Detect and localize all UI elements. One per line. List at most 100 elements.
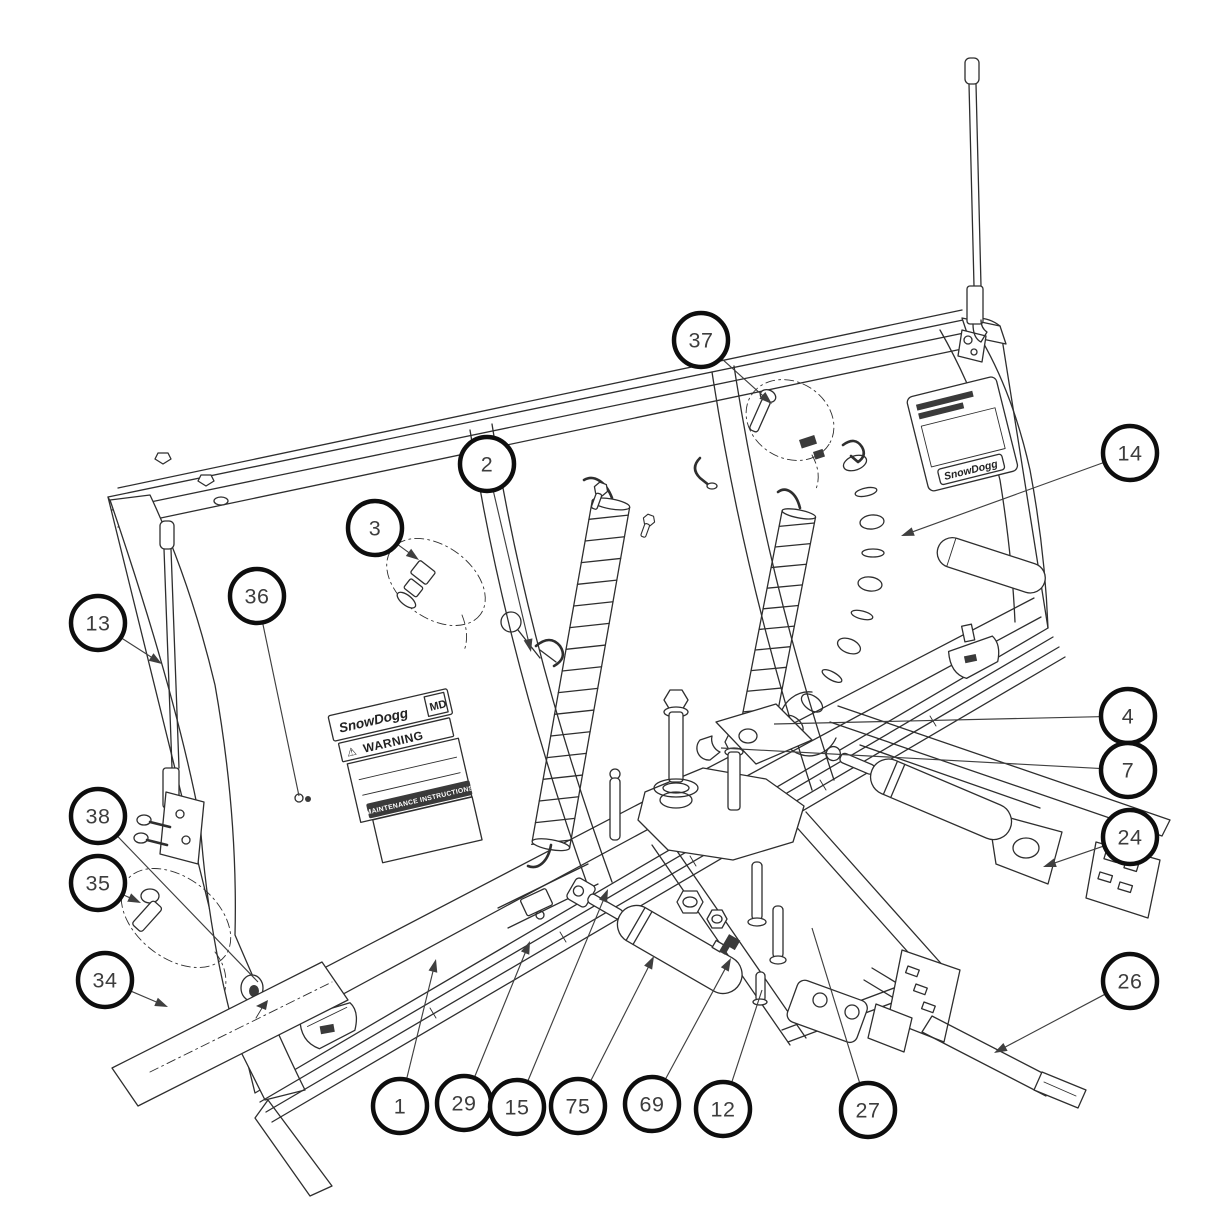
leader-line-2 (493, 492, 529, 641)
callout-number-27: 27 (856, 1099, 881, 1123)
callout-balloon-12 (693, 1079, 753, 1139)
guide-bolts-left (133, 814, 172, 847)
hex-nut-a (676, 890, 704, 914)
callout-balloon-69 (622, 1074, 682, 1134)
leader-arrowhead-24 (1043, 858, 1057, 868)
model-text: MD (428, 698, 447, 714)
leader-line-4 (773, 716, 1100, 725)
blade-moldboard (107, 309, 1049, 1197)
callout-number-15: 15 (505, 1096, 530, 1120)
callout-balloon-27 (838, 1080, 898, 1140)
leader-line-75 (590, 966, 650, 1081)
leader-line-24 (1054, 845, 1103, 864)
leader-line-1 (406, 970, 434, 1078)
hex-nut-b (706, 909, 728, 929)
leader-arrowhead-26 (994, 1042, 1008, 1053)
callout-balloon-2 (457, 434, 517, 494)
callout-number-69: 69 (640, 1093, 665, 1117)
callout-number-29: 29 (452, 1092, 477, 1116)
king-bolt (653, 689, 699, 798)
parking-stand (921, 1015, 1087, 1109)
callout-balloon-34 (75, 950, 135, 1010)
angle-cylinder-right (825, 745, 1013, 841)
callout-balloon-75 (548, 1076, 608, 1136)
blade-guide-right (964, 57, 988, 343)
deflector-kit (111, 868, 349, 1107)
callout-balloon-14 (1100, 423, 1160, 483)
clevis-pin-left (609, 768, 621, 841)
j-bolt (693, 456, 718, 490)
leader-line-13 (122, 638, 153, 659)
clevis-pin-far (769, 905, 787, 965)
callout-number-4: 4 (1122, 705, 1134, 729)
rail-bolt-a (590, 481, 609, 510)
leader-line-38 (117, 836, 259, 983)
callout-balloon-36 (227, 566, 287, 626)
callout-number-75: 75 (566, 1095, 591, 1119)
leader-arrowhead-2 (523, 638, 533, 652)
leader-line-69 (665, 968, 726, 1079)
phantom-bolt-3 (386, 538, 486, 652)
callout-balloon-15 (487, 1077, 547, 1137)
leader-line-36 (262, 624, 300, 797)
callout-number-13: 13 (86, 612, 111, 636)
carriage-bolt (132, 888, 163, 932)
callout-number-12: 12 (711, 1098, 736, 1122)
leader-line-3 (398, 544, 410, 554)
leader-arrowhead-3 (405, 548, 419, 560)
leader-line-26 (1004, 994, 1105, 1048)
callout-number-1: 1 (394, 1095, 406, 1119)
callout-number-14: 14 (1118, 442, 1143, 466)
callout-number-24: 24 (1118, 826, 1143, 850)
leader-line-7 (720, 747, 1100, 770)
leader-arrowhead-34 (154, 997, 168, 1007)
bell-crank (696, 691, 837, 765)
leader-line-15 (527, 899, 604, 1081)
phantom-bolt-37 (745, 379, 835, 490)
callout-number-2: 2 (481, 453, 493, 477)
hex-bolt-2 (724, 733, 744, 811)
cylinder-base-pin (752, 971, 768, 1006)
clevis-pin-right (747, 861, 767, 927)
blade-guide-left (133, 520, 205, 865)
leader-arrowhead-1 (428, 959, 438, 973)
warning-triangle-icon: ⚠ (345, 745, 358, 760)
angle-cylinder-left (566, 877, 743, 995)
callout-balloon-3 (345, 498, 405, 558)
leader-arrowhead-37 (759, 391, 772, 404)
cross-tube (936, 536, 1046, 594)
leader-arrowhead-15 (598, 889, 608, 903)
callout-balloon-24 (1100, 807, 1160, 867)
leader-line-12 (731, 989, 763, 1082)
callout-number-38: 38 (86, 805, 111, 829)
callout-balloon-7 (1098, 740, 1158, 800)
callout-number-3: 3 (369, 517, 381, 541)
leader-arrowhead-75 (644, 956, 654, 970)
leader-line-14 (912, 462, 1103, 533)
callout-balloon-13 (68, 593, 128, 653)
pivot-channel (259, 636, 1066, 1123)
callout-number-36: 36 (245, 585, 270, 609)
leader-line-29 (474, 951, 527, 1077)
leader-line-35 (124, 894, 131, 899)
callout-balloon-38 (68, 786, 128, 846)
leader-arrowhead-29 (520, 941, 530, 955)
callout-balloon-1 (370, 1076, 430, 1136)
callout-balloon-26 (1100, 951, 1160, 1011)
leader-line-34 (131, 990, 158, 1003)
callout-number-37: 37 (689, 329, 714, 353)
leader-line-37 (722, 358, 764, 397)
leader-arrowhead-14 (901, 527, 915, 536)
leader-arrowhead-13 (148, 653, 162, 664)
callout-balloon-37 (671, 310, 731, 370)
skid-shoe-right (947, 623, 1000, 680)
rail-bolt-b (640, 513, 656, 538)
callout-number-26: 26 (1118, 970, 1143, 994)
callout-number-34: 34 (93, 969, 118, 993)
leader-arrowhead-35 (127, 893, 141, 903)
callout-balloon-35 (68, 853, 128, 913)
trip-spring-left (526, 476, 631, 869)
